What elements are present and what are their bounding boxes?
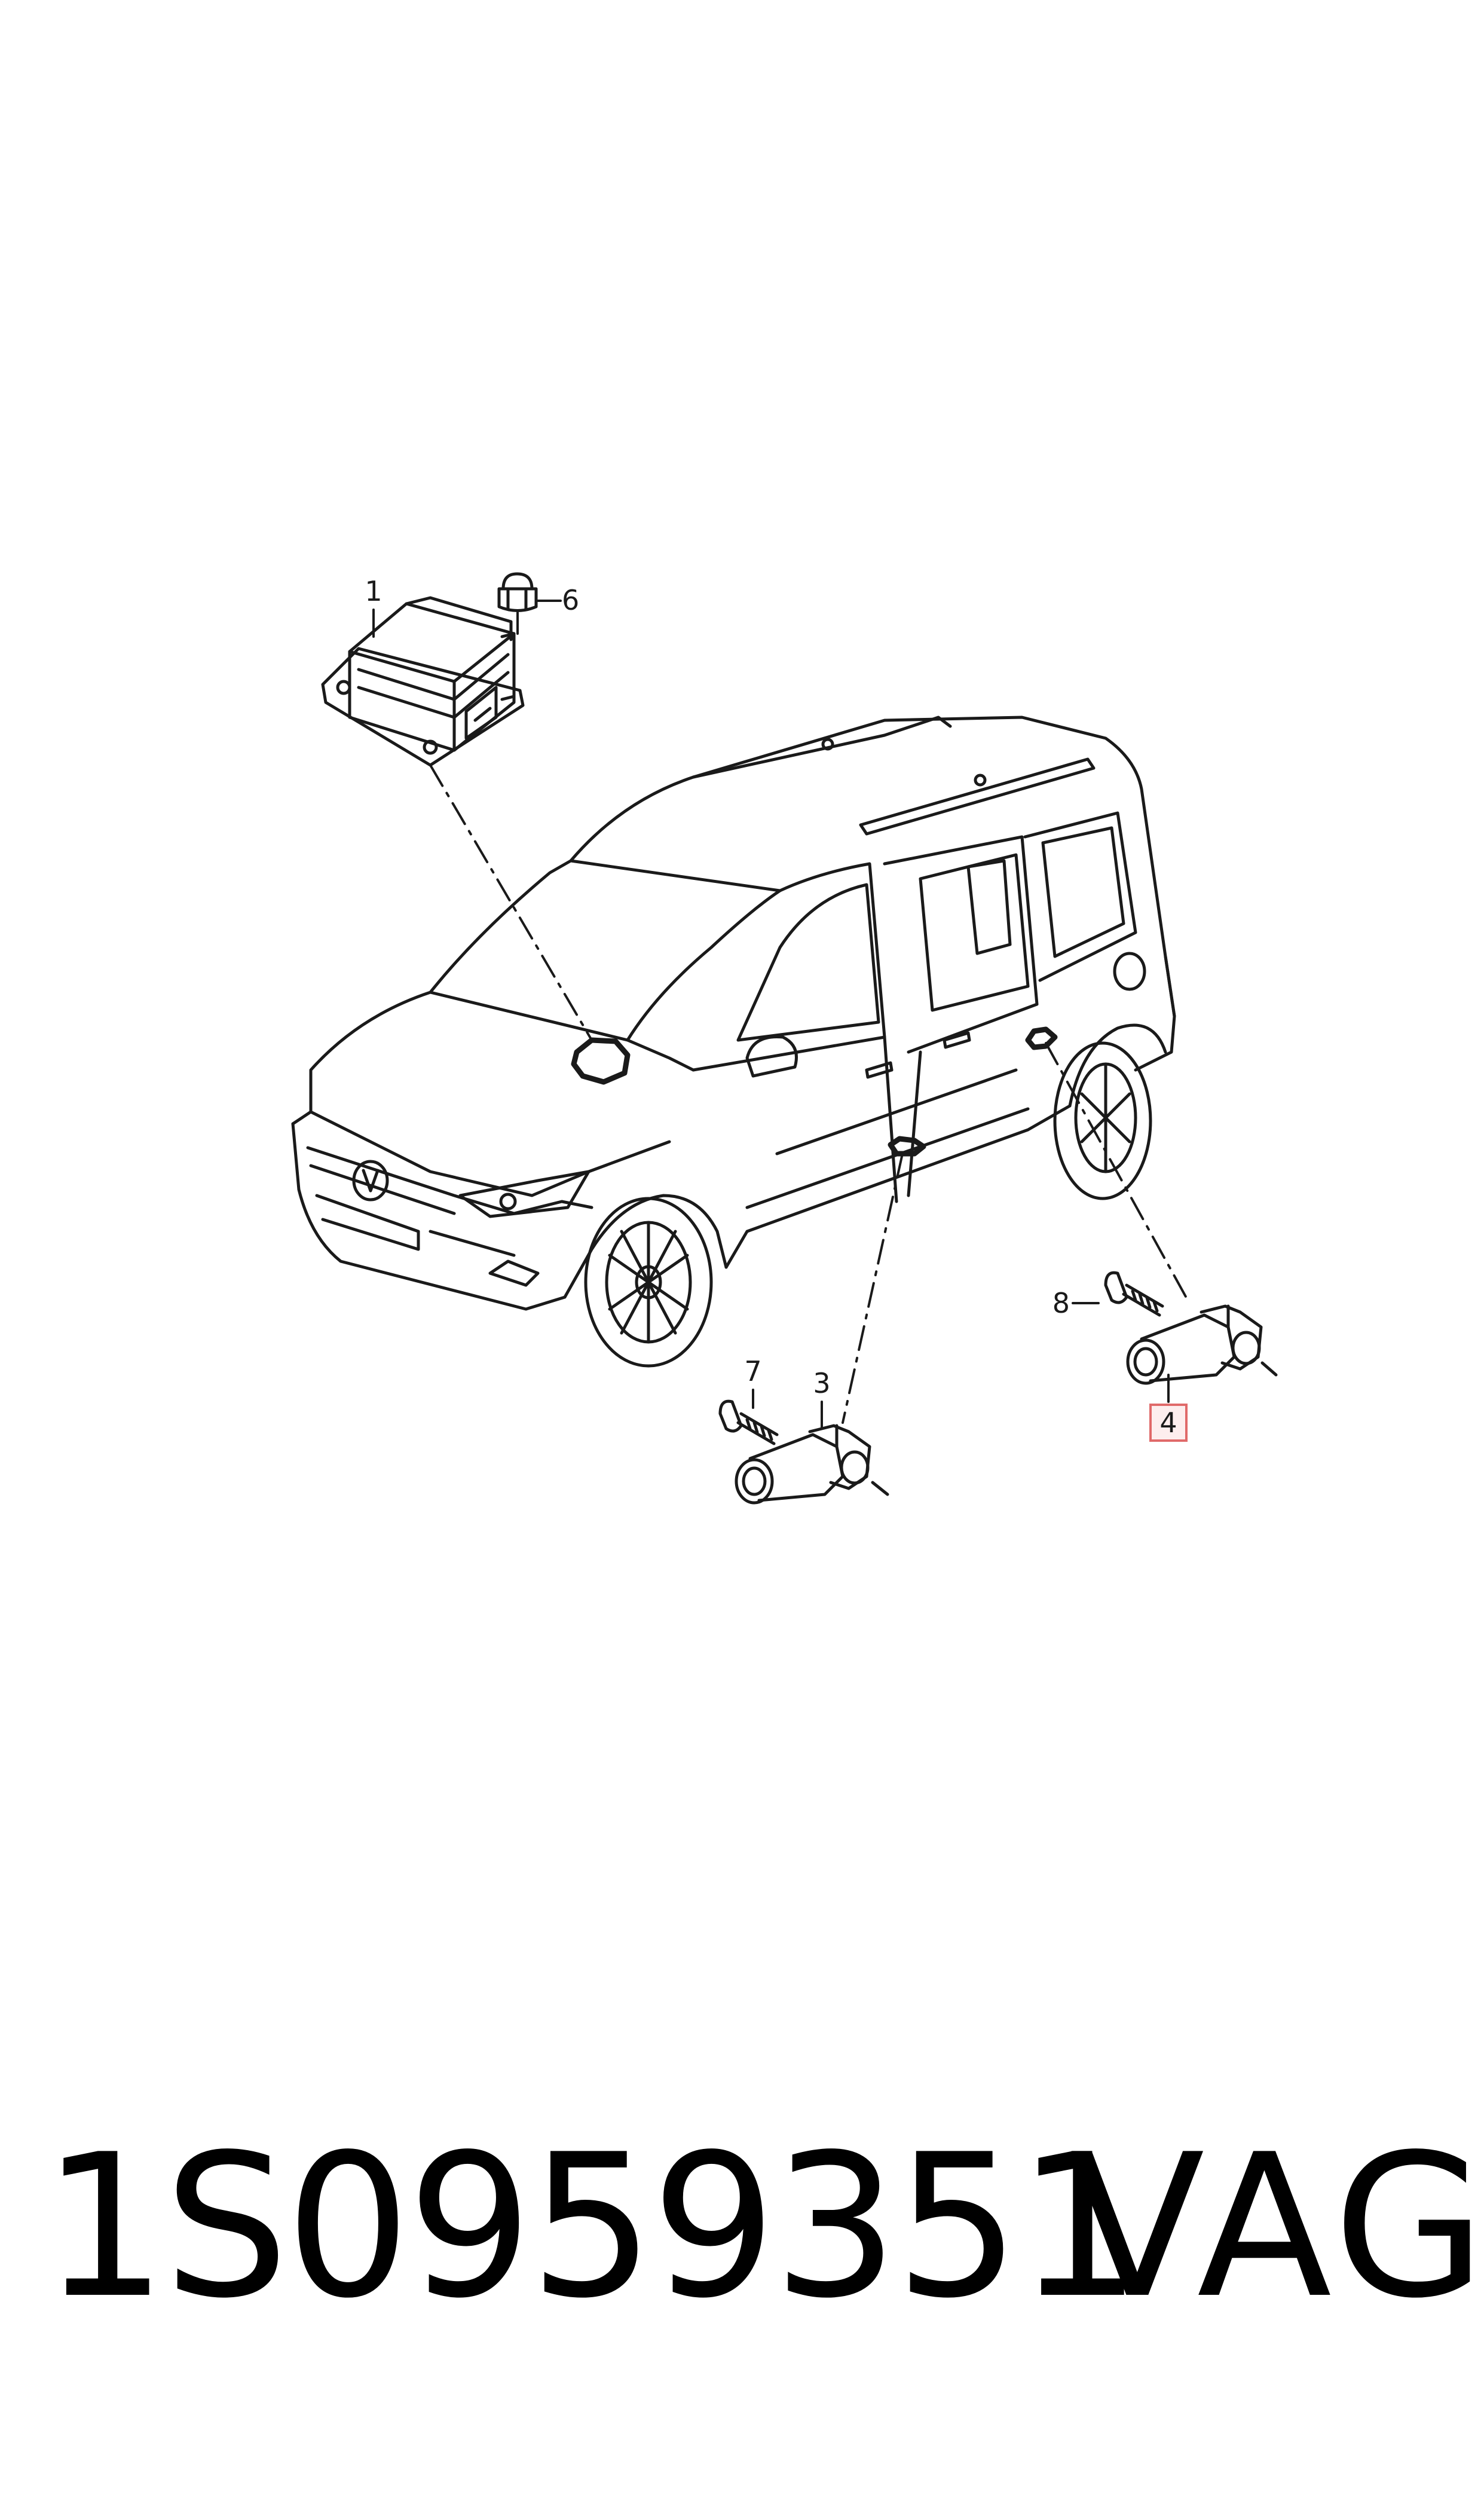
bolt-right	[1104, 1271, 1164, 1317]
callout-labels: 1 6 8 7 3 4	[365, 575, 1177, 1439]
callout-7: 7	[744, 1355, 761, 1387]
mount-location-right-sensor	[1025, 1026, 1058, 1050]
brand-name: VAG	[1070, 2112, 1484, 2341]
callout-6: 6	[562, 584, 579, 616]
callout-4: 4	[1159, 1407, 1177, 1439]
leader-lines	[429, 764, 1191, 1424]
sensor-left	[735, 1424, 889, 1505]
callout-1: 1	[365, 575, 382, 607]
vehicle-body	[291, 716, 1176, 1368]
mount-location-left-sensor	[888, 1136, 926, 1157]
mount-location-control-unit	[571, 1037, 631, 1085]
callout-3: 3	[813, 1367, 830, 1399]
callout-leaders	[372, 600, 1170, 1430]
nut	[497, 572, 538, 635]
airbag-control-unit	[321, 596, 525, 767]
bolt-left	[718, 1399, 779, 1445]
sensor-right	[1126, 1304, 1278, 1385]
mount-locations	[571, 1026, 1058, 1157]
callout-4-highlight	[1149, 1404, 1188, 1442]
part-number: 1S0959351	[42, 2112, 1142, 2341]
callout-8: 8	[1052, 1287, 1070, 1319]
